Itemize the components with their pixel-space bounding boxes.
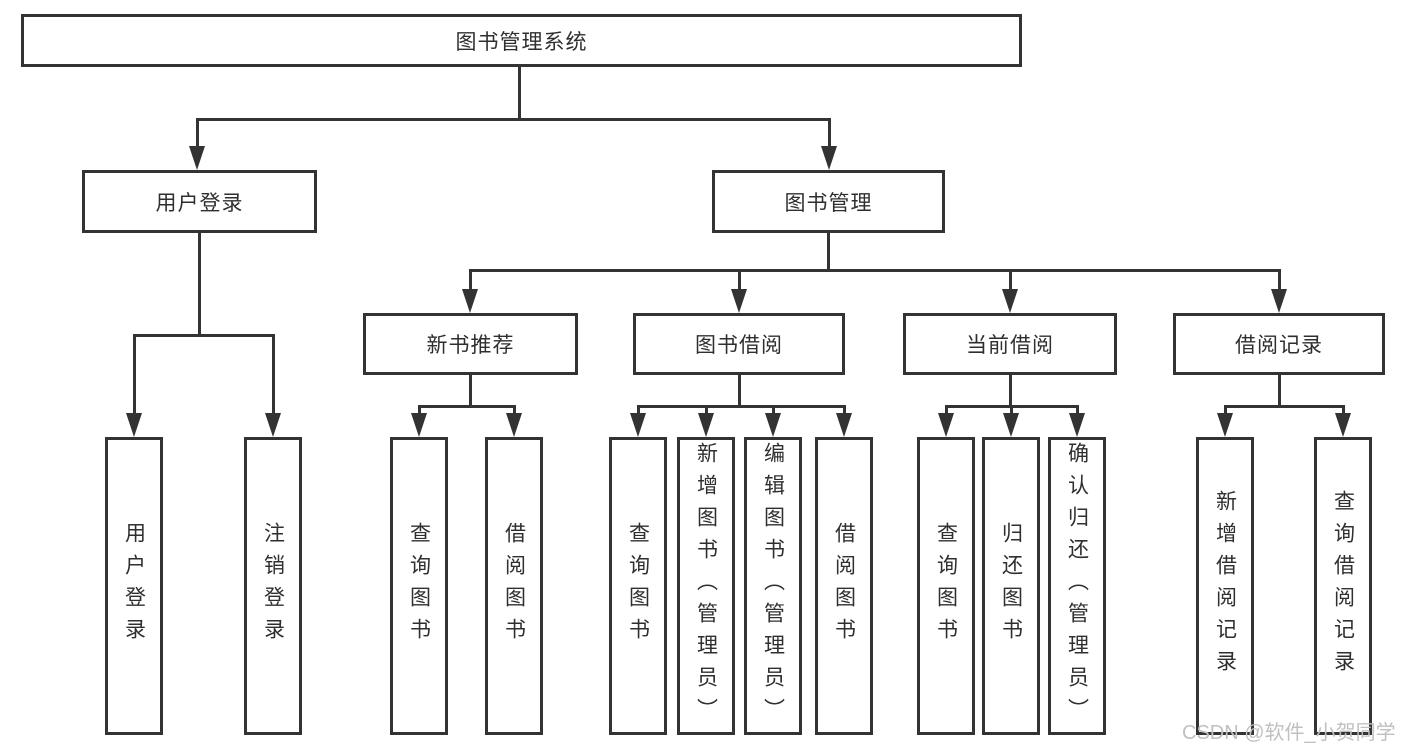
arrowhead-down-icon [1003,413,1019,437]
leaf-label: 查询借阅记录 [1331,490,1355,682]
leaf-add-book-admin: 新增图书（管理员） [677,437,735,735]
arrowhead-down-icon [698,413,714,437]
leaf-user-login: 用户登录 [105,437,163,735]
node-book-borrowing: 图书借阅 [633,313,845,375]
connector-line [418,405,516,408]
node-library-system: 图书管理系统 [21,14,1022,67]
connector-line [469,269,472,292]
csdn-watermark: CSDN @软件_小贺同学 [1182,722,1396,744]
leaf-label: 注销登录 [261,522,285,650]
leaf-label: 查询图书 [407,522,431,650]
arrowhead-down-icon [821,146,837,170]
node-borrowing-records: 借阅记录 [1173,313,1385,375]
connector-line [469,375,472,408]
connector-line [513,405,516,418]
connector-line [1009,375,1012,408]
leaf-label: 借阅图书 [832,522,856,650]
connector-line [133,334,275,337]
connector-line [1278,269,1281,292]
leaf-label: 查询图书 [934,522,958,650]
leaf-add-borrow-record: 新增借阅记录 [1196,437,1254,735]
leaf-query-borrow-record: 查询借阅记录 [1314,437,1372,735]
connector-line [1009,269,1012,292]
node-book-management: 图书管理 [712,170,945,233]
connector-line [738,269,741,292]
leaf-label: 新增借阅记录 [1213,490,1237,682]
arrowhead-down-icon [1002,289,1018,313]
connector-line [637,405,640,418]
connector-line [518,67,521,120]
connector-line [1224,405,1227,418]
leaf-query-books-borrow: 查询图书 [609,437,667,735]
leaf-borrow-books: 借阅图书 [815,437,873,735]
leaf-label: 借阅图书 [502,522,526,650]
leaf-confirm-return-admin: 确认归还（管理员） [1048,437,1106,735]
node-label: 当前借阅 [966,334,1054,357]
leaf-edit-book-admin: 编辑图书（管理员） [744,437,802,735]
arrowhead-down-icon [1335,413,1351,437]
node-label: 用户登录 [155,191,244,215]
connector-line [196,118,830,121]
arrowhead-down-icon [938,413,954,437]
leaf-borrow-books-recommend: 借阅图书 [485,437,543,735]
leaf-label: 用户登录 [122,522,146,650]
node-label: 图书借阅 [695,334,783,357]
connector-line [637,405,846,408]
arrowhead-down-icon [411,413,427,437]
connector-line [827,233,830,272]
arrowhead-down-icon [765,413,781,437]
leaf-query-books-recommend: 查询图书 [390,437,448,735]
arrowhead-down-icon [630,413,646,437]
connector-line [133,334,136,418]
connector-line [828,118,831,148]
connector-line [1224,405,1345,408]
leaf-logout: 注销登录 [244,437,302,735]
node-user-login: 用户登录 [82,170,317,233]
connector-line [1342,405,1345,418]
connector-line [272,334,275,418]
leaf-return-books: 归还图书 [982,437,1040,735]
connector-line [418,405,421,418]
arrowhead-down-icon [1069,413,1085,437]
arrowhead-down-icon [265,413,281,437]
arrowhead-down-icon [836,413,852,437]
connector-line [945,405,948,418]
connector-line [1010,405,1013,418]
leaf-label: 查询图书 [626,522,650,650]
arrowhead-down-icon [506,413,522,437]
leaf-label: 确认归还（管理员） [1065,442,1089,730]
connector-line [772,405,775,418]
node-current-borrowing: 当前借阅 [903,313,1117,375]
connector-line [1278,375,1281,408]
leaf-query-books-current: 查询图书 [917,437,975,735]
node-label: 图书管理 [784,191,873,215]
connector-line [843,405,846,418]
connector-line [705,405,708,418]
connector-line [196,118,199,148]
arrowhead-down-icon [462,289,478,313]
arrowhead-down-icon [189,146,205,170]
node-label: 借阅记录 [1235,334,1323,357]
arrowhead-down-icon [731,289,747,313]
node-label: 新书推荐 [426,334,515,357]
node-label: 图书管理系统 [455,30,588,54]
connector-line [738,375,741,408]
leaf-label: 编辑图书（管理员） [761,442,785,730]
arrowhead-down-icon [1271,289,1287,313]
arrowhead-down-icon [1217,413,1233,437]
connector-line [198,233,201,337]
leaf-label: 新增图书（管理员） [694,442,718,730]
node-new-book-recommendation: 新书推荐 [363,313,578,375]
arrowhead-down-icon [126,413,142,437]
connector-line [469,269,1281,272]
leaf-label: 归还图书 [999,522,1023,650]
connector-line [1076,405,1079,418]
